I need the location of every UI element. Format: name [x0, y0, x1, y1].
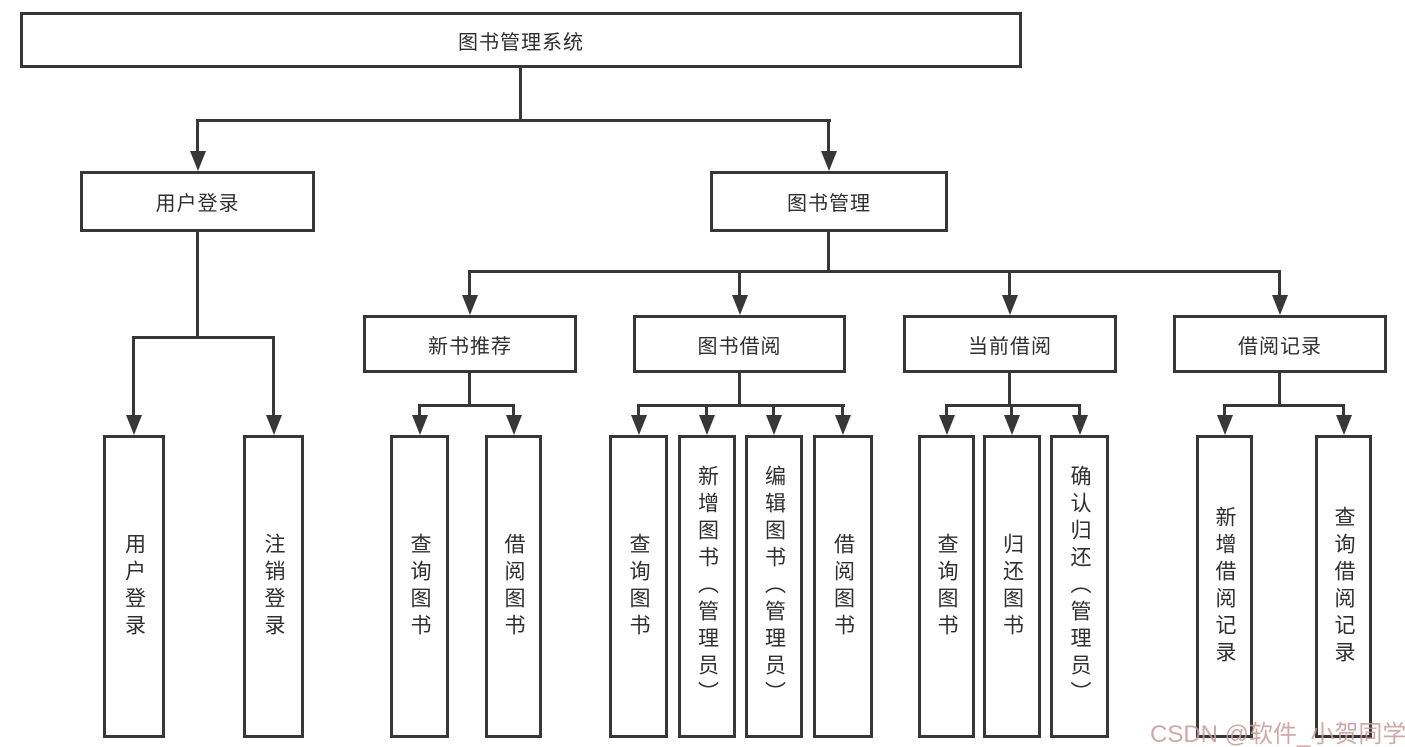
connector-drop-book-borrow	[738, 270, 741, 297]
connector-current-borrow-branch	[945, 404, 1081, 407]
connector-root-stem	[519, 68, 522, 121]
arrow-down-leaf-logout	[266, 415, 282, 435]
connector-drop-add-record	[1223, 404, 1226, 417]
connector-new-book-rec-stem	[468, 373, 471, 407]
connector-borrow-records-branch	[1223, 404, 1345, 407]
connector-drop-query-book-rec	[418, 404, 421, 417]
node-book-mgmt: 图书管理	[710, 171, 948, 232]
connector-book-mgmt-stem	[827, 232, 830, 273]
connector-drop-new-book-rec	[468, 270, 471, 297]
node-current-borrow-label: 当前借阅	[968, 335, 1052, 358]
arrow-down-borrow-book-rec	[506, 415, 522, 435]
node-leaf-query-book-borrow: 查询图书	[609, 435, 668, 738]
connector-book-borrow-branch	[637, 404, 845, 407]
node-borrow-records-label: 借阅记录	[1238, 335, 1322, 358]
node-leaf-return-book: 归还图书	[983, 435, 1041, 738]
node-leaf-add-borrow-record-label: 新增借阅记录	[1213, 505, 1236, 668]
connector-drop-current-borrow	[1008, 270, 1011, 297]
node-book-borrow-label: 图书借阅	[697, 335, 782, 358]
node-leaf-query-borrow-record-label: 查询借阅记录	[1332, 505, 1355, 668]
node-leaf-user-login-label: 用户登录	[122, 532, 146, 641]
connector-drop-book-mgmt	[827, 119, 830, 153]
node-current-borrow: 当前借阅	[903, 315, 1117, 373]
connector-drop-query-book-current	[945, 404, 948, 417]
connector-drop-return-book	[1010, 404, 1013, 417]
connector-drop-confirm-return	[1078, 404, 1081, 417]
connector-book-borrow-stem	[738, 373, 741, 407]
connector-user-login-branch	[132, 336, 275, 339]
arrow-down-add-book	[699, 415, 715, 435]
arrow-down-edit-book	[766, 415, 782, 435]
arrow-down-query-book-borrow	[631, 415, 647, 435]
node-user-login: 用户登录	[80, 171, 315, 232]
connector-drop-leaf-logout	[272, 336, 275, 417]
node-user-login-label: 用户登录	[155, 193, 240, 215]
node-leaf-logout: 注销登录	[243, 435, 304, 738]
node-leaf-add-borrow-record: 新增借阅记录	[1196, 435, 1253, 738]
arrow-down-book-mgmt	[821, 151, 837, 171]
node-leaf-borrow-book-borrow-label: 借阅图书	[831, 532, 855, 641]
node-leaf-confirm-return: 确认归还（管理员）	[1050, 435, 1109, 738]
node-leaf-query-book-borrow-label: 查询图书	[627, 532, 650, 641]
connector-drop-borrow-book-rec	[512, 404, 515, 417]
node-leaf-return-book-label: 归还图书	[1000, 532, 1024, 641]
connector-book-mgmt-branch	[468, 270, 1281, 273]
node-root-label: 图书管理系统	[458, 31, 584, 54]
connector-drop-edit-book	[772, 404, 775, 417]
node-new-book-rec-label: 新书推荐	[428, 335, 512, 358]
node-leaf-query-book-rec: 查询图书	[390, 435, 449, 738]
arrow-down-current-borrow	[1002, 295, 1018, 315]
node-borrow-records: 借阅记录	[1173, 315, 1387, 373]
node-leaf-add-book: 新增图书（管理员）	[678, 435, 736, 738]
node-leaf-add-book-label: 新增图书（管理员）	[695, 465, 719, 708]
arrow-down-borrow-records	[1272, 295, 1288, 315]
arrow-down-query-record	[1336, 415, 1352, 435]
connector-drop-user-login	[196, 119, 199, 153]
connector-drop-query-book-borrow	[637, 404, 640, 417]
connector-drop-add-book	[705, 404, 708, 417]
connector-drop-borrow-book-borrow	[841, 404, 844, 417]
arrow-down-return-book	[1004, 415, 1020, 435]
arrow-down-user-login	[190, 151, 206, 171]
arrow-down-query-book-current	[939, 415, 955, 435]
node-leaf-borrow-book-borrow: 借阅图书	[813, 435, 873, 738]
node-leaf-query-borrow-record: 查询借阅记录	[1315, 435, 1372, 738]
connector-borrow-records-stem	[1278, 373, 1281, 407]
arrow-down-confirm-return	[1072, 415, 1088, 435]
connector-new-book-rec-branch	[418, 404, 515, 407]
arrow-down-book-borrow	[732, 295, 748, 315]
node-leaf-query-book-rec-label: 查询图书	[408, 532, 431, 641]
node-leaf-user-login: 用户登录	[103, 435, 165, 738]
node-leaf-borrow-book-rec: 借阅图书	[485, 435, 542, 738]
node-leaf-edit-book-label: 编辑图书（管理员）	[762, 465, 786, 708]
node-book-borrow: 图书借阅	[633, 315, 846, 373]
arrow-down-new-book-rec	[462, 295, 478, 315]
arrow-down-borrow-book-borrow	[835, 415, 851, 435]
node-leaf-query-book-current-label: 查询图书	[935, 532, 958, 641]
connector-drop-borrow-records	[1278, 270, 1281, 297]
node-leaf-confirm-return-label: 确认归还（管理员）	[1068, 465, 1091, 708]
node-book-mgmt-label: 图书管理	[787, 193, 871, 215]
connector-drop-leaf-user-login	[132, 336, 135, 417]
csdn-watermark: CSDN @软件_小贺同学	[1150, 721, 1405, 747]
node-leaf-logout-label: 注销登录	[262, 532, 285, 641]
node-leaf-borrow-book-rec-label: 借阅图书	[502, 532, 525, 641]
connector-root-branch	[196, 119, 831, 122]
connector-drop-query-record	[1342, 404, 1345, 417]
arrow-down-query-book-rec	[412, 415, 428, 435]
node-root: 图书管理系统	[20, 12, 1022, 68]
connector-user-login-stem	[196, 232, 199, 339]
connector-current-borrow-stem	[1008, 373, 1011, 407]
node-leaf-edit-book: 编辑图书（管理员）	[745, 435, 803, 738]
node-leaf-query-book-current: 查询图书	[918, 435, 975, 738]
arrow-down-add-record	[1217, 415, 1233, 435]
arrow-down-leaf-user-login	[126, 415, 142, 435]
node-new-book-rec: 新书推荐	[363, 315, 577, 373]
